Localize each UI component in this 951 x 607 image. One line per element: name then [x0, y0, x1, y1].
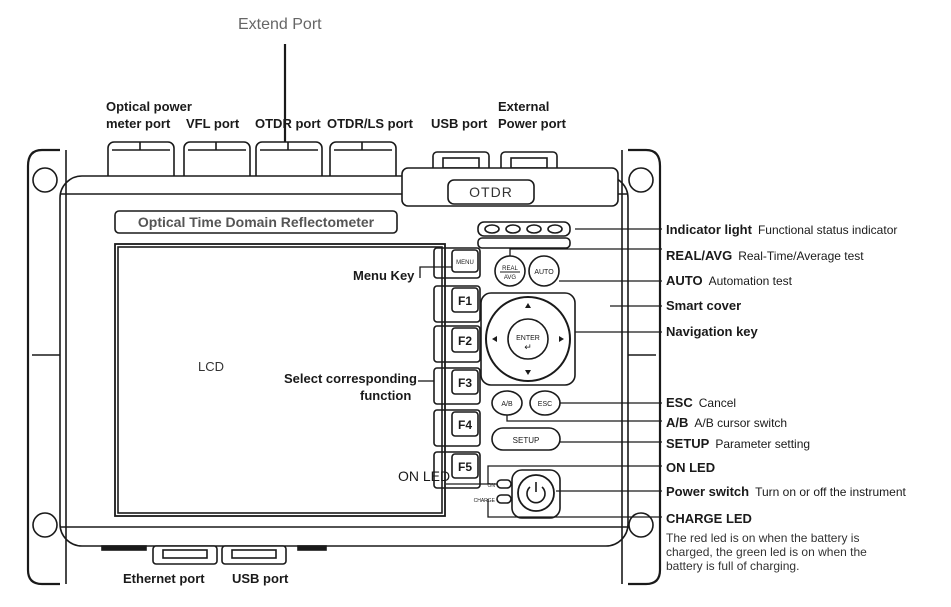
- enter-key: [507, 318, 549, 360]
- external-power-label-1: External: [498, 99, 550, 114]
- select-function-label-1: Select corresponding: [284, 371, 417, 386]
- auto-key: [528, 255, 560, 287]
- f2-key: [451, 327, 479, 353]
- setup-key: [491, 427, 561, 451]
- usb-port-bottom: [221, 545, 287, 565]
- enter-arrow-icon: ↵: [524, 342, 532, 352]
- indicator-lights: [477, 221, 571, 237]
- left-bumper: [26, 148, 67, 586]
- f1-key-text: F1: [458, 294, 472, 308]
- enter-key-text: ENTER: [516, 335, 540, 342]
- f4-key-text: F4: [458, 418, 472, 432]
- ab-key-text: A/B: [501, 401, 513, 408]
- usb-port-top-label: USB port: [431, 116, 488, 131]
- on-led-label: ON LED: [666, 460, 716, 475]
- ethernet-port-label: Ethernet port: [123, 571, 205, 586]
- otdr-ls-port-label: OTDR/LS port: [327, 116, 413, 131]
- f5-key: [451, 453, 479, 479]
- usb-port-bottom-label: USB port: [232, 571, 289, 586]
- real-key-text: REAL: [502, 266, 518, 272]
- charge-led-indicator: [496, 494, 512, 504]
- banner-text: Optical Time Domain Reflectometer: [138, 214, 375, 230]
- menu-key-text: MENU: [456, 260, 474, 266]
- otdr-badge-text: OTDR: [469, 184, 513, 200]
- optical-power-label-2: meter port: [106, 116, 171, 131]
- smart-cover: [480, 292, 576, 386]
- charge-led-mini-text: CHARGE: [474, 498, 496, 504]
- otdr-port-label: OTDR port: [255, 116, 321, 131]
- f3-key-text: F3: [458, 376, 472, 390]
- charge-led-label: CHARGE LED: [666, 511, 752, 526]
- lcd-screen: [114, 243, 446, 517]
- f-keys: [433, 247, 481, 489]
- charge-led-note: The red led is on when the battery is ch…: [666, 531, 867, 573]
- external-power-label-2: Power port: [498, 116, 566, 131]
- navigation-key-label: Navigation key: [666, 324, 758, 339]
- on-led-mini-text: ON: [488, 483, 496, 489]
- otdr-badge: [447, 179, 535, 205]
- smart-cover-label: Smart cover: [666, 298, 742, 313]
- on-led-left-label: ON LED: [398, 468, 451, 484]
- callout-lines: [418, 228, 662, 518]
- menu-key-label: Menu Key: [353, 268, 415, 283]
- avg-key-text: AVG: [504, 275, 517, 281]
- power-switch: [517, 474, 555, 512]
- auto-key-text: AUTO: [534, 269, 554, 276]
- ethernet-port: [152, 545, 218, 565]
- f1-key: [451, 287, 479, 313]
- title-banner: [114, 210, 398, 234]
- setup-key-text: SETUP: [513, 436, 540, 445]
- vfl-port-label: VFL port: [186, 116, 240, 131]
- esc-key-text: ESC: [538, 401, 552, 408]
- menu-key: [451, 249, 479, 273]
- extend-port-label: Extend Port: [238, 16, 322, 33]
- select-function-label-2: function: [360, 388, 412, 403]
- lcd-label: LCD: [198, 359, 224, 374]
- f5-key-text: F5: [458, 460, 472, 474]
- f4-key: [451, 411, 479, 437]
- optical-power-label-1: Optical power: [106, 99, 192, 114]
- f2-key-text: F2: [458, 334, 472, 348]
- f3-key: [451, 369, 479, 395]
- right-bumper: [621, 148, 662, 586]
